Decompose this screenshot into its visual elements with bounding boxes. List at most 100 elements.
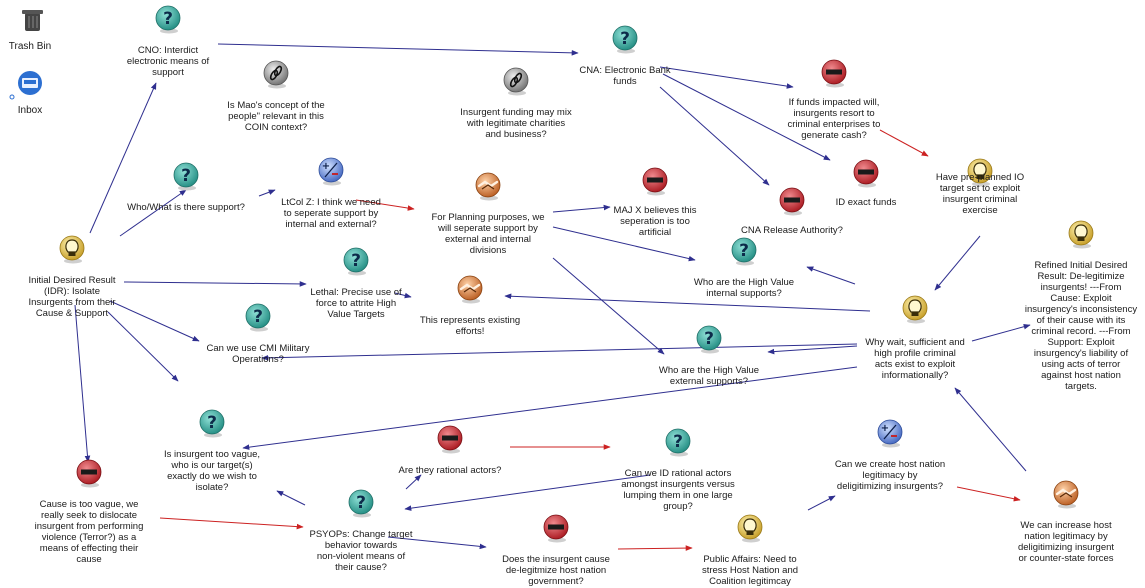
node-label-line: force to attrite High — [316, 298, 396, 309]
desktop-icons: Trash Bin Inbox — [9, 10, 51, 116]
node-label-line: Have pre-planned IO — [936, 172, 1024, 183]
node-label-line: For Planning purposes, we — [431, 212, 544, 223]
node-label-line: violence (Terror?) as a — [42, 532, 137, 543]
node-label-line: isolate? — [196, 482, 229, 493]
node-label-line: If funds impacted will, — [789, 97, 880, 108]
node-label-line: of their cause with its — [1037, 315, 1126, 326]
node-label-line: Insurgents from their — [28, 297, 115, 308]
node-who-support[interactable]: ? Who/What is there support? — [127, 162, 245, 213]
minus-icon — [642, 167, 668, 196]
node-label-line: external and internal — [445, 234, 531, 245]
support-connector — [662, 73, 831, 161]
inbox-icon[interactable] — [9, 71, 42, 100]
inbox-label: Inbox — [18, 105, 42, 116]
support-connector — [387, 536, 487, 550]
node-label-line: insurgent from performing — [35, 521, 144, 532]
con-connector — [956, 486, 1021, 502]
node-label-line: behavior towards — [325, 540, 398, 551]
node-label-line: Cause & Support — [36, 308, 109, 319]
node-label-line: This represents existing — [420, 315, 520, 326]
node-label-line: Why wait, sufficient and — [865, 337, 965, 348]
node-label-line: Coalition legitimcay — [709, 576, 791, 587]
node-label-line: insurgents! ---From — [1041, 282, 1122, 293]
svg-text:?: ? — [253, 307, 263, 327]
node-label-line: CNO: Interdict — [138, 45, 199, 56]
node-label-line: electronic means of — [127, 56, 210, 67]
question-icon: ? — [155, 5, 181, 34]
svg-text:?: ? — [739, 241, 749, 261]
svg-text:?: ? — [181, 166, 191, 186]
support-connector — [74, 304, 91, 463]
support-connector — [971, 323, 1031, 342]
node-label-line: amongst insurgents versus — [621, 479, 735, 490]
support-connector — [217, 43, 579, 56]
node-label-line: who is our target(s) — [170, 460, 252, 471]
node-label-line: insurgent criminal — [943, 194, 1017, 205]
node-label-line: COIN context? — [245, 122, 307, 133]
node-label-line: target set to exploit — [940, 183, 1021, 194]
node-label-line: Who are the High Value — [694, 277, 794, 288]
node-vague[interactable]: ?Is insurgent too vague,who is our targe… — [164, 409, 260, 493]
node-label-line: insurgency's inconsistency — [1025, 304, 1137, 315]
svg-text:+: + — [322, 161, 330, 172]
node-label-line: (IDR): Isolate — [44, 286, 100, 297]
support-connector — [107, 311, 179, 382]
question-icon: ? — [343, 247, 369, 276]
node-label-line: people" relevant in this — [228, 111, 324, 122]
node-label-line: Cause: Exploit — [1050, 293, 1112, 304]
node-rational[interactable]: Are they rational actors? — [399, 425, 502, 476]
node-idr[interactable]: Initial Desired Result(IDR): IsolateInsu… — [28, 235, 116, 319]
node-label-line: Are they rational actors? — [399, 465, 502, 476]
node-label-line: Who/What is there support? — [127, 202, 245, 213]
node-label-line: internal and external? — [285, 219, 376, 230]
node-label-line: legitimacy by — [863, 470, 918, 481]
node-criminal[interactable]: If funds impacted will,insurgents resort… — [788, 59, 881, 141]
link-icon — [503, 67, 529, 96]
support-connector — [89, 82, 157, 234]
support-connector — [405, 474, 422, 490]
node-label-line: Cause is too vague, we — [40, 499, 139, 510]
question-icon: ? — [199, 409, 225, 438]
node-label-line: cause — [76, 554, 101, 565]
node-cna-release[interactable]: CNA Release Authority? — [741, 187, 843, 236]
svg-text:?: ? — [163, 9, 173, 29]
svg-text:?: ? — [704, 329, 714, 349]
node-label-line: seperation is too — [620, 216, 690, 227]
svg-text:?: ? — [673, 432, 683, 452]
node-label-line: against host nation — [1041, 370, 1121, 381]
node-label-line: support — [152, 67, 184, 78]
node-label-line: Can we create host nation — [835, 459, 945, 470]
con-connector — [355, 199, 415, 211]
minus-icon — [76, 459, 102, 488]
support-connector — [404, 474, 651, 511]
minus-icon — [437, 425, 463, 454]
node-label-line: Result: De-legitimize — [1037, 271, 1124, 282]
node-label-line: to seperate support by — [284, 208, 379, 219]
trash-bin-icon[interactable] — [22, 10, 43, 31]
node-label-line: Who are the High Value — [659, 365, 759, 376]
svg-text:?: ? — [351, 251, 361, 271]
node-id-funds[interactable]: ID exact funds — [836, 159, 897, 208]
